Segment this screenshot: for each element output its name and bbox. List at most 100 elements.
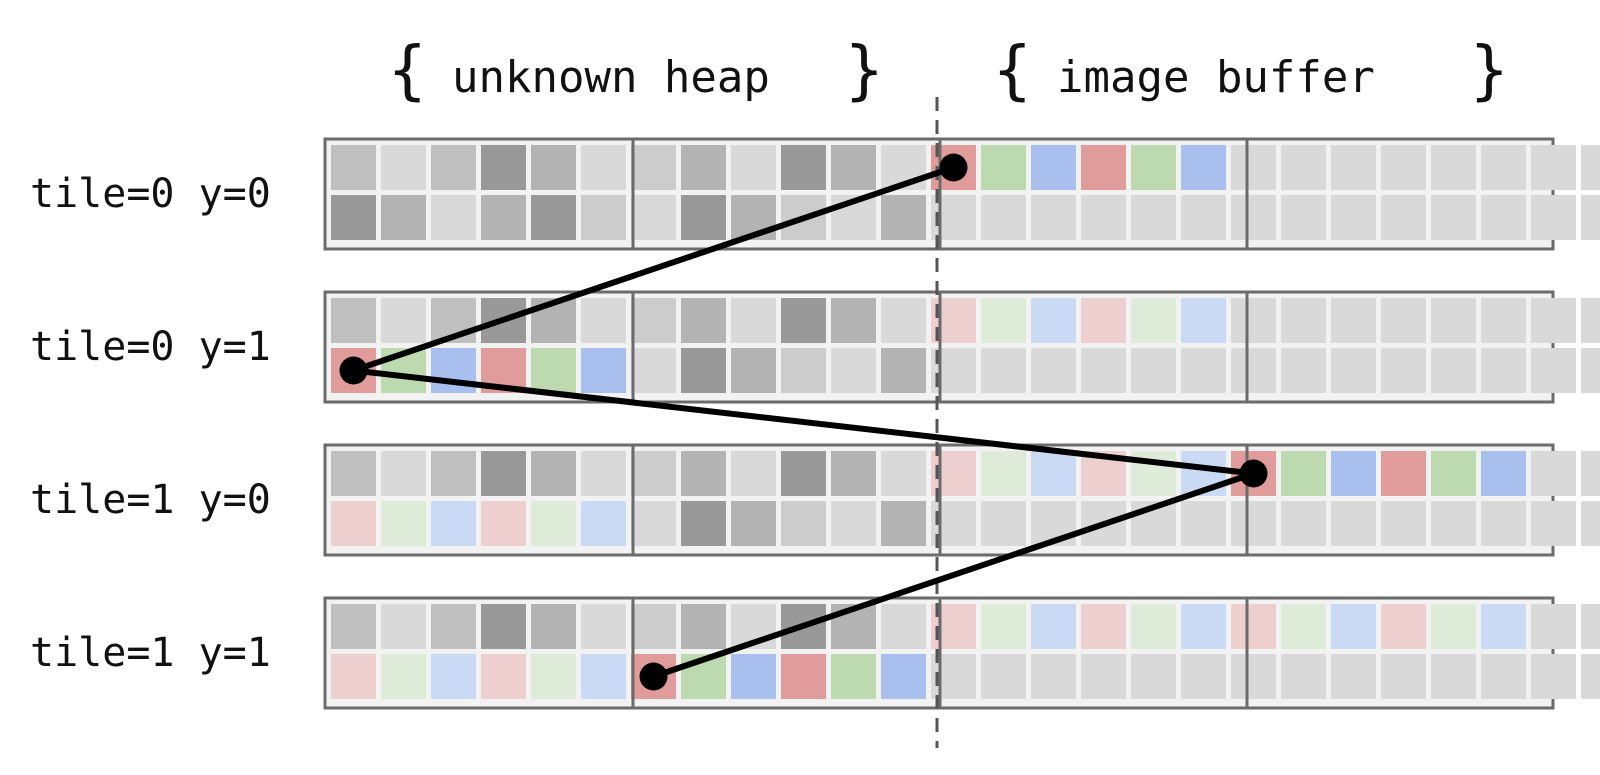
memory-cell xyxy=(831,654,876,699)
row-label: tile=0 y=0 xyxy=(30,171,271,217)
memory-cell xyxy=(1531,654,1576,699)
memory-cell xyxy=(1181,145,1226,190)
memory-cell xyxy=(431,451,476,496)
memory-cell xyxy=(781,298,826,343)
memory-cell xyxy=(381,501,426,546)
memory-cell xyxy=(1481,298,1526,343)
memory-cell xyxy=(981,195,1026,240)
memory-cell xyxy=(981,348,1026,393)
memory-row: tile=0 y=0 xyxy=(30,137,1600,251)
memory-cell xyxy=(681,451,726,496)
memory-cell xyxy=(531,195,576,240)
path-point xyxy=(1239,459,1268,488)
memory-cell xyxy=(481,145,526,190)
memory-cell xyxy=(1431,451,1476,496)
memory-cell xyxy=(1381,451,1426,496)
memory-cell xyxy=(981,604,1026,649)
memory-cell xyxy=(1081,604,1126,649)
memory-cell xyxy=(331,195,376,240)
memory-cell xyxy=(881,195,926,240)
memory-cell xyxy=(631,195,676,240)
memory-cell xyxy=(1081,195,1126,240)
memory-row: tile=1 y=1 xyxy=(30,596,1600,710)
memory-cell xyxy=(1231,348,1276,393)
memory-cell xyxy=(1531,451,1576,496)
memory-cell xyxy=(581,501,626,546)
memory-cell xyxy=(1331,145,1376,190)
memory-cell xyxy=(1081,654,1126,699)
memory-cell xyxy=(531,654,576,699)
memory-cell xyxy=(431,145,476,190)
memory-cell xyxy=(1481,195,1526,240)
path-segment xyxy=(350,164,957,374)
memory-cell xyxy=(1431,145,1476,190)
memory-cell xyxy=(731,145,776,190)
memory-cell xyxy=(1381,195,1426,240)
memory-cell xyxy=(1131,654,1176,699)
memory-cell xyxy=(1281,145,1326,190)
memory-cell xyxy=(1481,348,1526,393)
path-point xyxy=(639,662,668,691)
memory-cell xyxy=(731,298,776,343)
memory-cell xyxy=(1481,145,1526,190)
row-label: tile=1 y=1 xyxy=(30,630,271,676)
memory-cell xyxy=(781,501,826,546)
memory-cell xyxy=(731,348,776,393)
memory-cell xyxy=(1431,298,1476,343)
memory-cell xyxy=(1281,451,1326,496)
left-brace-open: { xyxy=(388,34,427,108)
memory-cell xyxy=(1281,195,1326,240)
memory-cell xyxy=(1331,195,1376,240)
memory-cell xyxy=(1031,451,1076,496)
memory-cell xyxy=(981,298,1026,343)
memory-cell xyxy=(481,451,526,496)
memory-cell xyxy=(1231,604,1276,649)
memory-cell xyxy=(781,348,826,393)
memory-cell xyxy=(631,501,676,546)
memory-cell xyxy=(531,348,576,393)
memory-cell xyxy=(581,298,626,343)
memory-cell xyxy=(1581,298,1600,343)
memory-cell xyxy=(1331,298,1376,343)
memory-cell xyxy=(1381,298,1426,343)
memory-cell xyxy=(781,654,826,699)
memory-cell xyxy=(1281,348,1326,393)
right-brace-open: { xyxy=(993,34,1032,108)
right-brace-close: } xyxy=(1470,34,1509,108)
memory-cell xyxy=(1131,604,1176,649)
memory-cell xyxy=(1181,195,1226,240)
memory-cell xyxy=(1381,654,1426,699)
memory-cell xyxy=(581,654,626,699)
memory-cell xyxy=(1031,145,1076,190)
memory-cell xyxy=(531,451,576,496)
left-brace-close: } xyxy=(845,34,884,108)
memory-cell xyxy=(1581,195,1600,240)
memory-cell xyxy=(1131,348,1176,393)
memory-cell xyxy=(881,348,926,393)
memory-cell xyxy=(1581,451,1600,496)
memory-cell xyxy=(831,145,876,190)
memory-cell xyxy=(1281,501,1326,546)
memory-cell xyxy=(1081,145,1126,190)
memory-cell xyxy=(381,145,426,190)
memory-cell xyxy=(531,604,576,649)
memory-cell xyxy=(381,298,426,343)
memory-cell xyxy=(1531,604,1576,649)
memory-cell xyxy=(631,348,676,393)
memory-cell xyxy=(681,501,726,546)
memory-cell xyxy=(1231,654,1276,699)
memory-cell xyxy=(331,501,376,546)
memory-cell xyxy=(1281,604,1326,649)
memory-cell xyxy=(331,298,376,343)
path-segment xyxy=(650,470,1257,680)
memory-cell xyxy=(1131,195,1176,240)
memory-cell xyxy=(1431,604,1476,649)
memory-cell xyxy=(831,501,876,546)
memory-cell xyxy=(1331,604,1376,649)
memory-cell xyxy=(881,654,926,699)
memory-cell xyxy=(1181,654,1226,699)
memory-cell xyxy=(631,604,676,649)
memory-cell xyxy=(981,501,1026,546)
memory-cell xyxy=(581,451,626,496)
